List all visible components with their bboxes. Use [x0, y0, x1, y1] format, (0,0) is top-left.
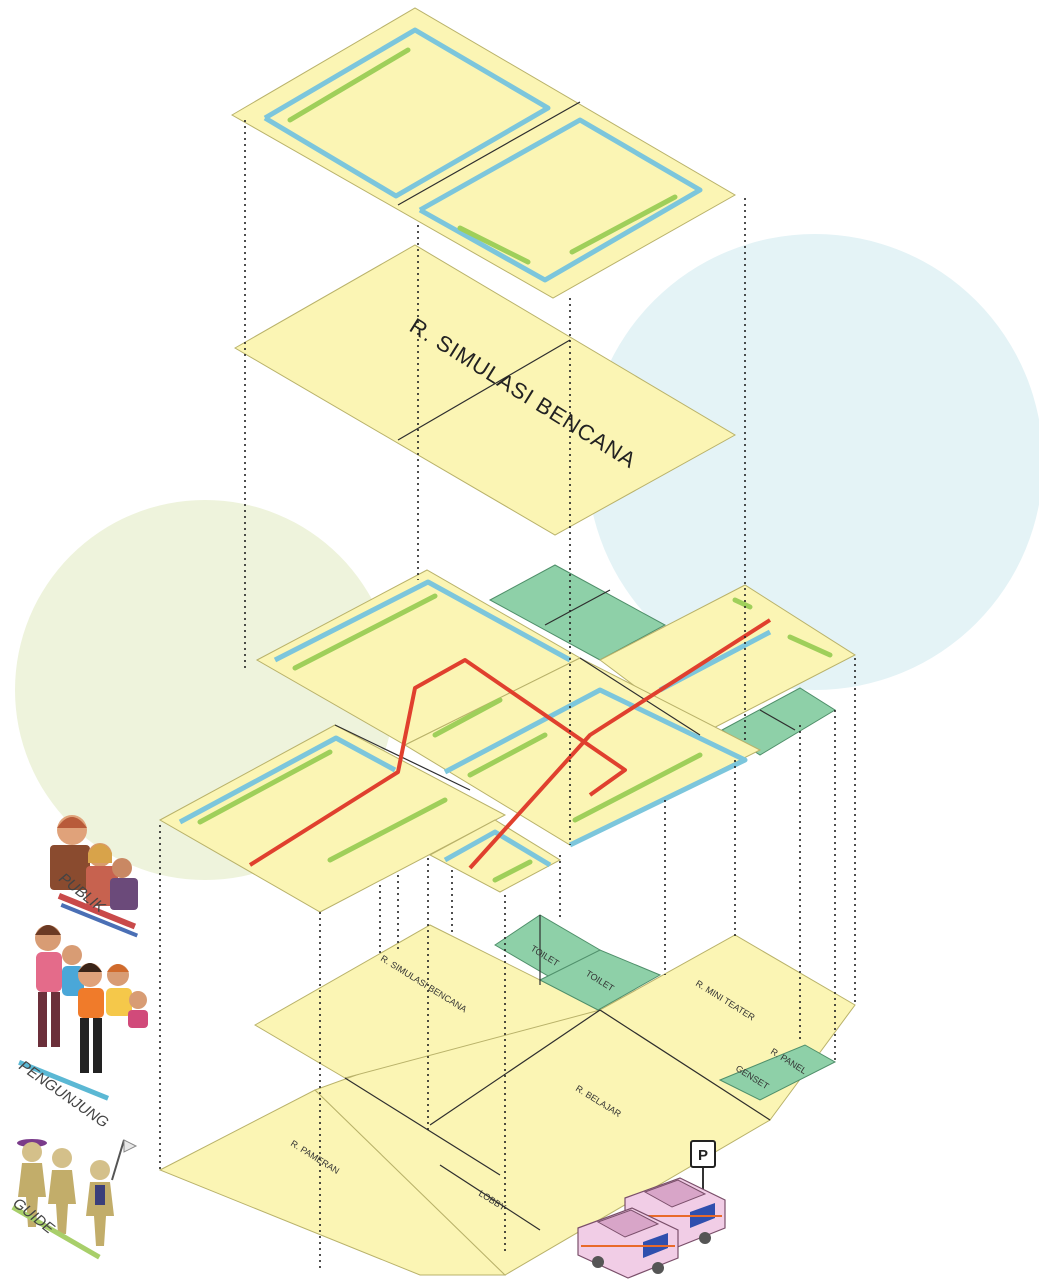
- roof-blue-line-2: [418, 117, 703, 283]
- guide-group-icon: [11, 1139, 138, 1260]
- second-floor: [158, 564, 857, 913]
- second-green-line-9: [492, 859, 533, 883]
- second-blue-line-2: [178, 735, 397, 825]
- second-slab-left: [158, 724, 507, 913]
- second-wall-2: [579, 657, 701, 736]
- roof-green-line-1: [287, 47, 411, 123]
- second-blue-line-3: [443, 687, 748, 848]
- bg-circle-blue: [587, 234, 1039, 690]
- second-green-line-6: [572, 752, 703, 823]
- roof-green-line-3: [569, 194, 678, 255]
- second-green-line-8: [732, 597, 753, 610]
- parking-sign-icon: P: [690, 1140, 716, 1190]
- second-zone-divider-1: [544, 589, 611, 626]
- user-pengunjung: PENGUNJUNG: [16, 925, 148, 1132]
- parking-area: P: [577, 1140, 726, 1279]
- second-blue-line-1: [273, 579, 572, 663]
- ground-wall-1: [344, 1077, 501, 1176]
- ground-wall-4: [439, 1164, 541, 1231]
- second-green-line-2: [197, 749, 333, 825]
- roof-green-line-2: [457, 225, 531, 265]
- user-guide: GUIDE: [10, 1139, 138, 1260]
- circulation-route-1: [248, 658, 627, 867]
- roof-wall-1: [397, 101, 581, 206]
- third-wall-1: [397, 339, 571, 441]
- ground-service-zone: [718, 1044, 837, 1101]
- second-zone-divider-2: [759, 709, 796, 731]
- second-green-line-3: [327, 797, 448, 863]
- second-green-line-1: [292, 593, 438, 671]
- roof-blue-line-1: [263, 27, 551, 199]
- second-slab-small: [428, 819, 562, 893]
- second-blue-line-5: [443, 829, 552, 868]
- circulation-route-2: [468, 618, 772, 870]
- car-icon: [577, 1207, 679, 1279]
- ground-wall-3: [599, 1009, 771, 1121]
- second-green-line-7: [787, 634, 833, 658]
- roof-level: [231, 7, 737, 299]
- projection-lines: [159, 120, 856, 1268]
- publik-group-icon: [50, 815, 139, 938]
- second-green-line-5: [467, 732, 548, 778]
- ground-floor: TOILET TOILET R. SIMULASI BENCANA R. MIN…: [158, 914, 856, 1276]
- roof-slab: [231, 7, 737, 299]
- second-green-line-4: [432, 697, 503, 738]
- ground-wall-2: [429, 1009, 601, 1126]
- ground-toilet-zone-2: [538, 949, 662, 1011]
- pengunjung-family-icon: [18, 925, 148, 1101]
- parking-sign-letter: P: [698, 1147, 708, 1164]
- second-service-zone-top: [488, 564, 667, 661]
